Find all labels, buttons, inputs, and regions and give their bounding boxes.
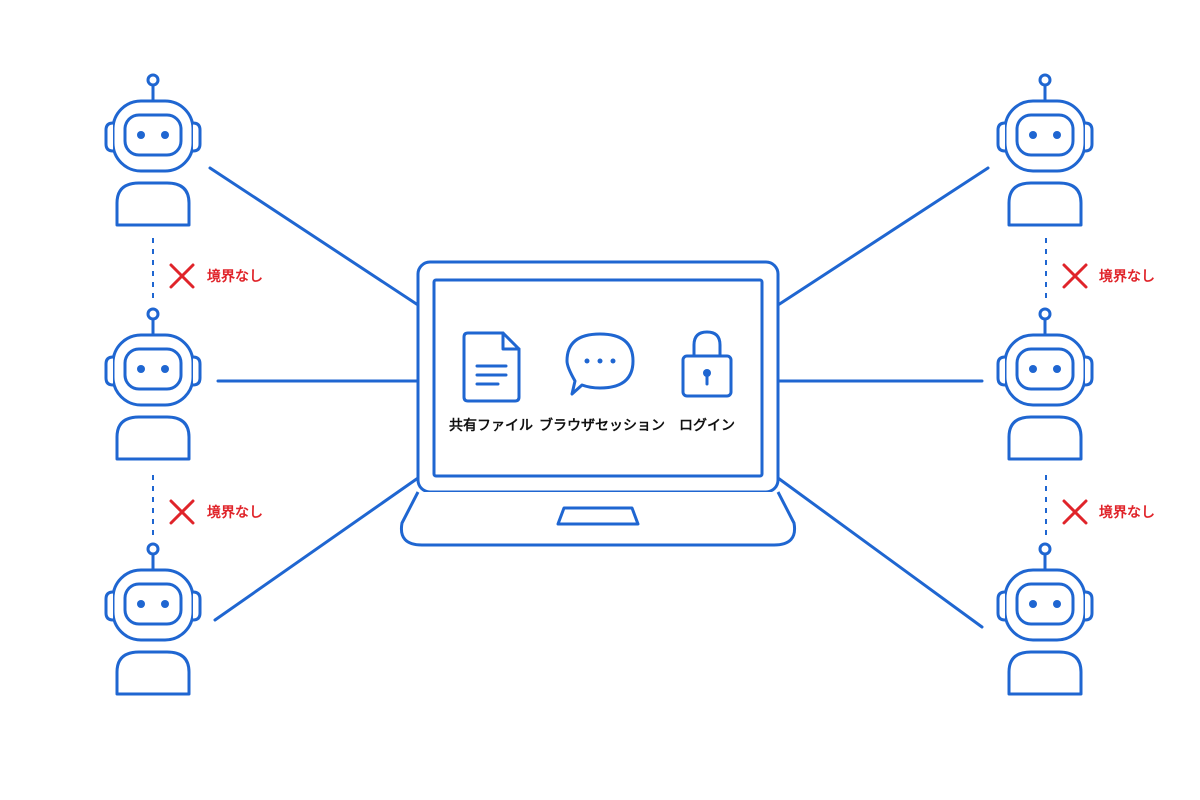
boundary-label: 境界なし — [207, 504, 263, 521]
chat-bubble-icon — [565, 332, 635, 396]
boundary-label: 境界なし — [207, 268, 263, 285]
cross-icon — [169, 499, 195, 525]
boundary-marker-right-upper: 境界なし — [1062, 263, 1155, 289]
cross-icon — [1062, 263, 1088, 289]
app-label-login: ログイン — [679, 417, 735, 434]
connector-left-top — [208, 166, 420, 307]
lock-icon — [681, 330, 733, 398]
app-label-shared-files: 共有ファイル — [449, 417, 533, 434]
robot-icon — [996, 542, 1094, 696]
connector-right-top — [776, 166, 990, 307]
robot-icon — [104, 307, 202, 461]
robot-icon — [996, 307, 1094, 461]
robot-icon — [104, 73, 202, 227]
laptop-icon — [399, 260, 797, 547]
boundary-marker-left-upper: 境界なし — [169, 263, 263, 289]
boundary-marker-left-lower: 境界なし — [169, 499, 263, 525]
boundary-label: 境界なし — [1099, 268, 1155, 285]
boundary-label: 境界なし — [1099, 504, 1155, 521]
robot-icon — [996, 73, 1094, 227]
connector-lines — [208, 166, 990, 629]
cross-icon — [1062, 499, 1088, 525]
laptop-trackpad — [556, 506, 640, 526]
robot-icon — [104, 542, 202, 696]
boundary-marker-right-lower: 境界なし — [1062, 499, 1155, 525]
app-label-browser-session: ブラウザセッション — [539, 417, 665, 434]
connector-left-bottom — [213, 476, 420, 622]
document-icon — [462, 331, 521, 403]
connector-right-bottom — [776, 476, 984, 629]
cross-icon — [169, 263, 195, 289]
